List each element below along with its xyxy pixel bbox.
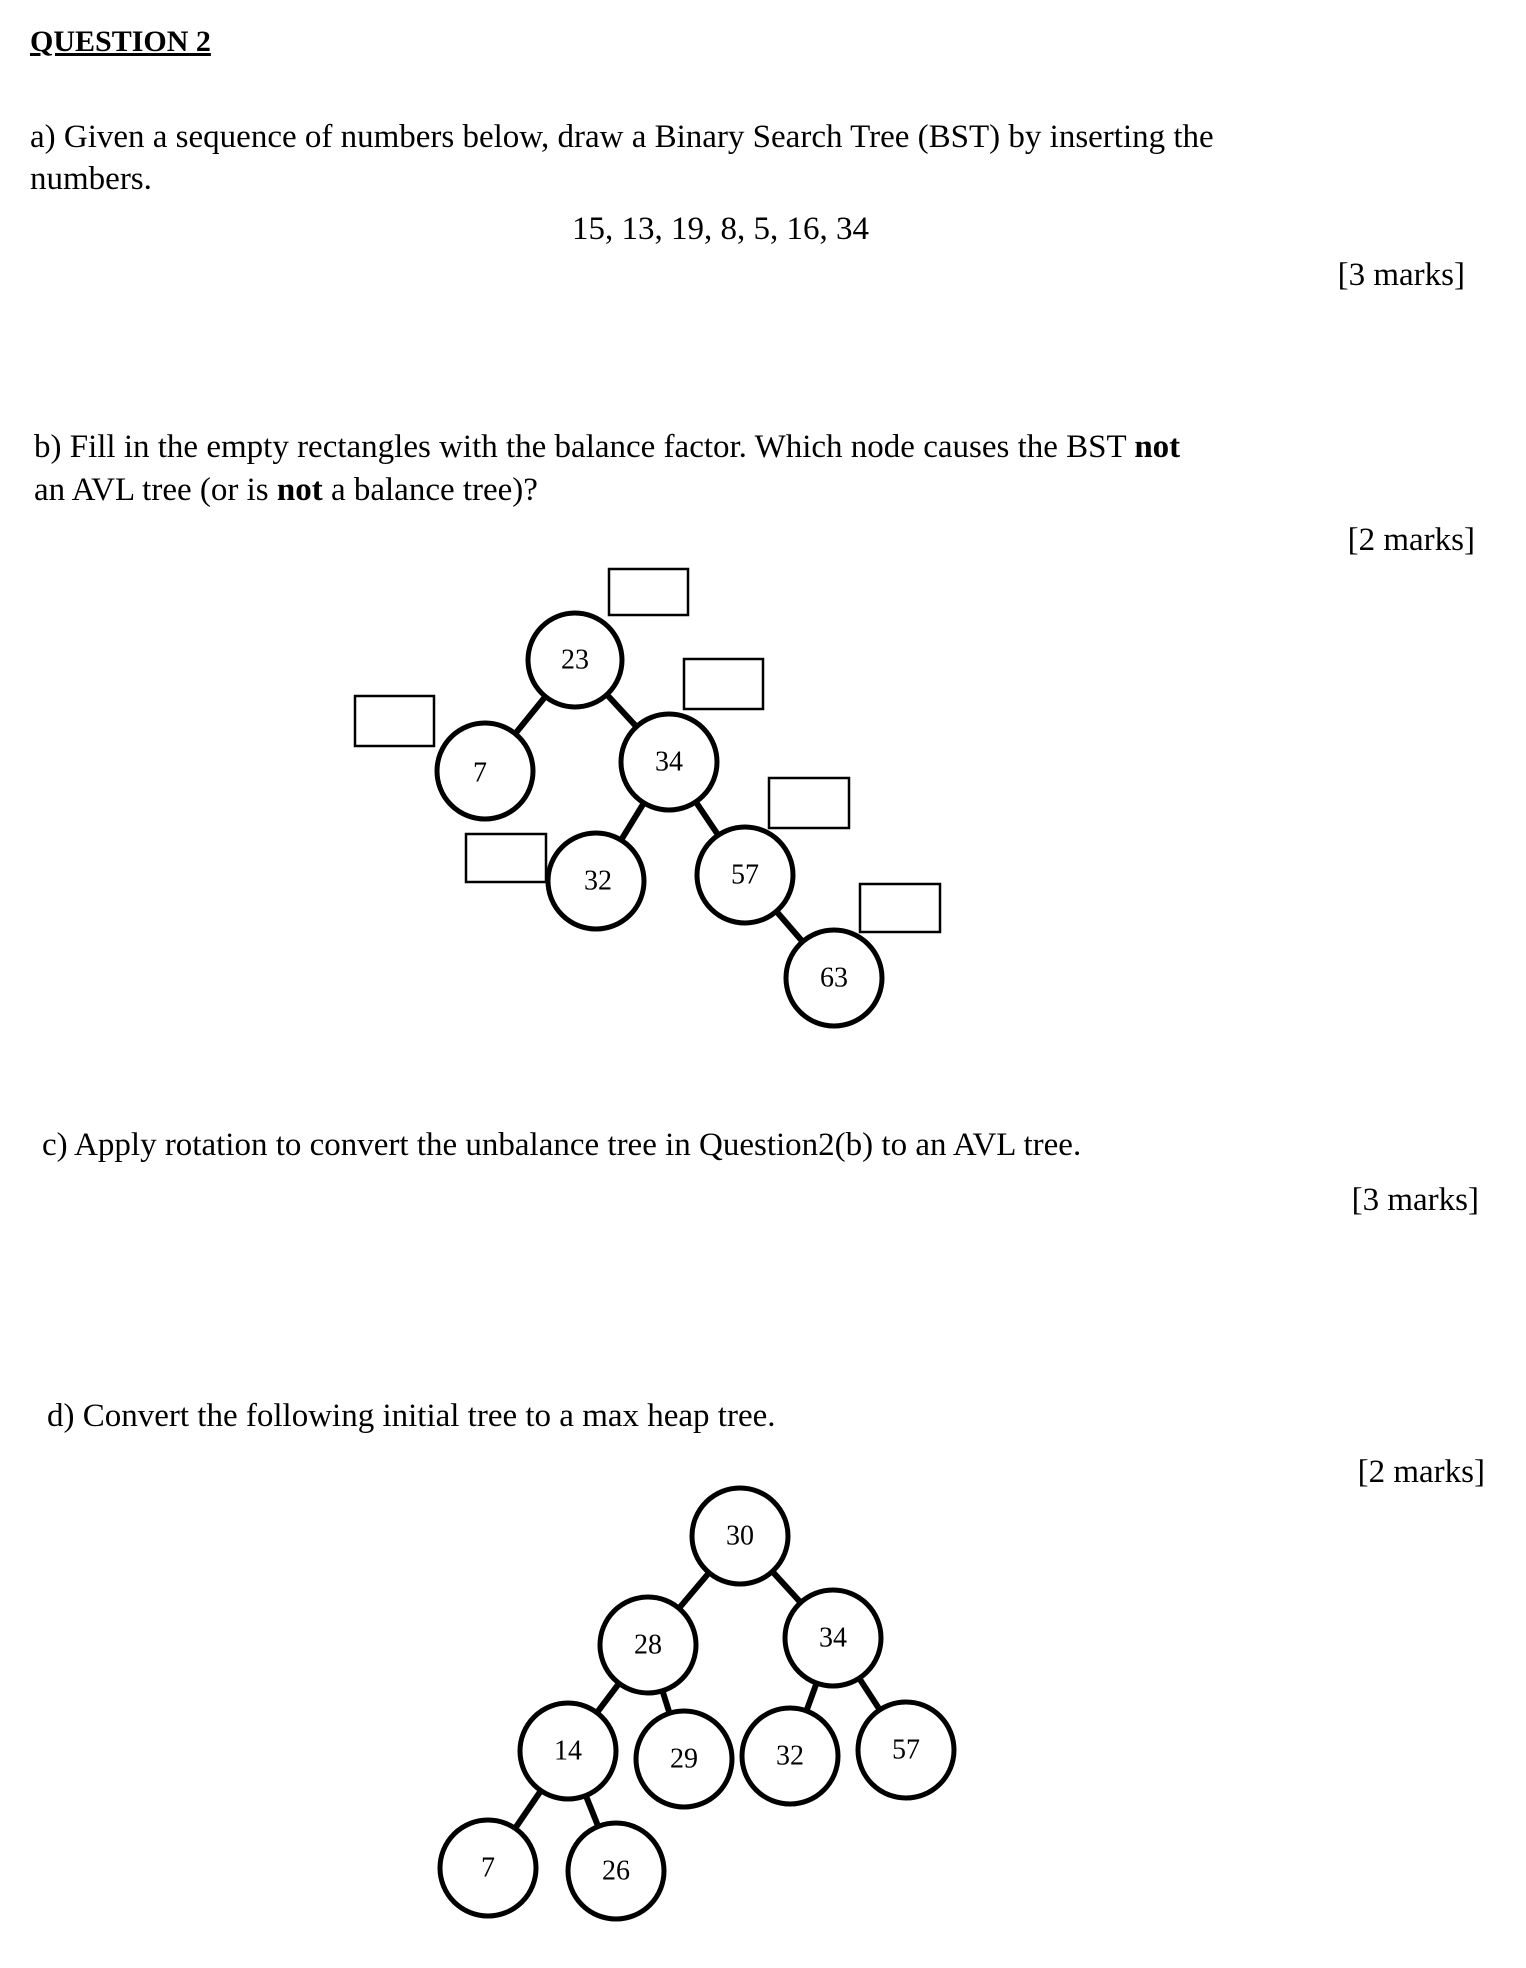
part-b-bold-not: not <box>1134 429 1181 465</box>
part-b-line2-text: an AVL tree (or is <box>34 472 277 508</box>
part-b-line1: b) Fill in the empty rectangles with the… <box>34 427 1180 467</box>
node-label: 57 <box>892 1735 920 1766</box>
balance-box-7[interactable] <box>353 694 436 748</box>
tree-node: 34 <box>618 711 720 813</box>
tree-node: 7 <box>434 720 536 822</box>
part-b-line1-text: b) Fill in the empty rectangles with the… <box>34 429 1135 465</box>
node-label: 63 <box>820 963 848 994</box>
part-d-text: d) Convert the following initial tree to… <box>47 1398 776 1434</box>
part-a-line1: a) Given a sequence of numbers below, dr… <box>30 119 1214 155</box>
node-label: 34 <box>655 747 683 778</box>
heap-tree-d: 30 28 34 14 29 32 57 7 26 <box>437 1485 957 1922</box>
part-b-line2: an AVL tree (or is not a balance tree)? <box>34 470 538 510</box>
tree-node: 32 <box>739 1705 841 1807</box>
number-sequence: 15, 13, 19, 8, 5, 16, 34 <box>572 211 869 247</box>
balance-box-63[interactable] <box>858 882 942 934</box>
node-label: 14 <box>554 1736 582 1767</box>
tree-node: 23 <box>525 610 625 710</box>
tree-node: 14 <box>517 1700 619 1802</box>
tree-node: 7 <box>437 1817 539 1919</box>
node-label: 28 <box>634 1630 662 1661</box>
node-label: 30 <box>726 1521 754 1552</box>
tree-node: 30 <box>689 1485 791 1587</box>
node-label: 57 <box>731 860 759 891</box>
node-label: 34 <box>819 1623 847 1654</box>
tree-node: 32 <box>545 830 647 932</box>
node-label: 32 <box>776 1741 804 1772</box>
tree-node: 26 <box>565 1820 667 1922</box>
part-b-marks: [2 marks] <box>1347 522 1475 558</box>
part-c-text: c) Apply rotation to convert the unbalan… <box>42 1127 1082 1163</box>
balance-box-34[interactable] <box>682 657 765 711</box>
part-b-bold-not-2: not <box>276 472 323 508</box>
question-title: QUESTION 2 <box>30 25 211 58</box>
balance-box-23[interactable] <box>607 567 690 617</box>
balance-box-32[interactable] <box>464 832 548 884</box>
avl-tree-b: 23 7 34 32 57 63 <box>353 567 942 1029</box>
part-a-line2: numbers. <box>30 161 152 197</box>
node-label: 26 <box>602 1856 630 1887</box>
part-c-marks: [3 marks] <box>1351 1182 1479 1218</box>
tree-node: 28 <box>597 1594 699 1696</box>
node-label: 29 <box>670 1744 698 1775</box>
node-label: 7 <box>473 758 487 789</box>
balance-box-57[interactable] <box>767 776 851 830</box>
node-label: 7 <box>481 1853 495 1884</box>
tree-node: 34 <box>782 1587 884 1689</box>
tree-node: 29 <box>633 1708 735 1810</box>
part-b-line2-end: a balance tree)? <box>322 472 538 508</box>
part-a-marks: [3 marks] <box>1337 257 1465 293</box>
node-label: 23 <box>561 645 589 676</box>
tree-node: 57 <box>855 1699 957 1801</box>
node-label: 32 <box>584 866 612 897</box>
tree-node: 63 <box>783 927 885 1029</box>
tree-node: 57 <box>694 824 796 926</box>
part-d-marks: [2 marks] <box>1357 1454 1485 1490</box>
